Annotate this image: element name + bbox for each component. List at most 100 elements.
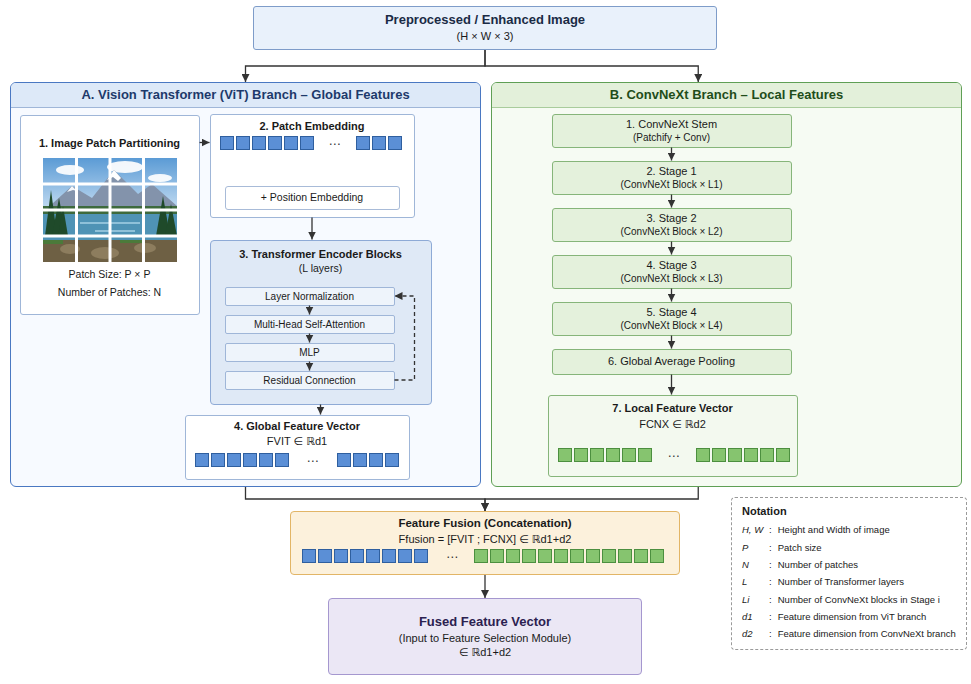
ellipsis: ⋯ — [432, 549, 472, 565]
patch-grid — [43, 158, 177, 262]
node-label: Preprocessed / Enhanced Image — [385, 12, 585, 29]
node-label: 2. Stage 1 — [646, 164, 696, 178]
fused-row — [302, 549, 664, 563]
node-label: Fused Feature Vector — [419, 614, 551, 631]
text-slot: FVIT ∈ ℝd1 — [186, 434, 409, 448]
notation-grid: H, W:Height and Width of imageP:Patch si… — [742, 524, 956, 640]
node-label: Number of Patches: N — [21, 286, 199, 300]
panel-heading: B. ConvNeXt Branch – Local Features — [492, 83, 961, 108]
notation-entry: : — [769, 576, 772, 588]
ellipsis: ⋯ — [293, 453, 333, 469]
notation-entry: P — [742, 542, 763, 554]
layer-box: Multi-Head Self-Attention — [225, 315, 395, 334]
step-box: + Position Embedding 2. Patch Embedding ⋯ — [210, 114, 415, 218]
text-slot: ⋯ — [654, 448, 694, 464]
lake-reflection — [80, 222, 140, 224]
branch-panel: 1. ConvNeXt Stem(Patchify + Conv) 2. Stag… — [491, 82, 962, 487]
text-slot: B. ConvNeXt Branch – Local Features — [492, 83, 961, 108]
node-label: 6. Global Average Pooling — [608, 354, 735, 368]
panel-heading: A. Vision Transformer (ViT) Branch – Glo… — [11, 83, 480, 108]
node-label: 7. Local Feature Vector — [549, 401, 797, 415]
connector — [309, 334, 310, 343]
notation-title: Notation — [742, 504, 956, 518]
node-label: + Position Embedding — [261, 191, 363, 205]
node-label: Feature Fusion (Concatenation) — [291, 516, 679, 531]
token-row — [220, 136, 402, 150]
notation-entry: Number of patches — [778, 559, 956, 571]
node-label: (ConvNeXt Block × L1) — [621, 178, 723, 191]
node-label: (Patchify + Conv) — [633, 131, 710, 144]
feature-squares — [474, 549, 664, 563]
connector — [671, 289, 672, 302]
notation-entry: Number of ConvNeXt blocks in Stage i — [778, 594, 956, 606]
node-label: FVIT ∈ ℝd1 — [186, 434, 409, 448]
stage-box: 1. ConvNeXt Stem(Patchify + Conv) — [552, 114, 792, 148]
node-label: 3. Transformer Encoder Blocks — [211, 247, 431, 261]
notation-box: NotationH, W:Height and Width of imageP:… — [731, 497, 967, 650]
connector — [311, 218, 312, 240]
connector — [200, 142, 210, 143]
node-label: (ConvNeXt Block × L2) — [621, 225, 723, 238]
connector — [671, 375, 672, 395]
layer-box: MLP — [225, 343, 395, 362]
feature-row — [195, 453, 399, 467]
text-slot: 2. Patch Embedding — [211, 119, 414, 133]
stage-box: 2. Stage 1(ConvNeXt Block × L1) — [552, 161, 792, 195]
connector — [671, 148, 672, 161]
grass — [43, 240, 145, 244]
step-box: 1. Image Patch PartitioningPatch Size: P… — [20, 115, 200, 315]
node-label: (L layers) — [211, 262, 431, 276]
notation-entry: : — [769, 611, 772, 623]
connector — [309, 306, 310, 315]
clouds — [56, 161, 172, 182]
notation-entry: Feature dimension from ConvNeXt branch — [778, 628, 956, 640]
node-label: 4. Global Feature Vector — [186, 419, 409, 433]
node-label: ∈ ℝd1+d2 — [459, 645, 511, 659]
shore — [43, 240, 177, 262]
text-slot: 1. Image Patch Partitioning — [21, 136, 199, 150]
process-box: + Position Embedding — [225, 186, 400, 210]
text-slot: FCNX ∈ ℝd2 — [549, 417, 797, 431]
connector — [309, 362, 310, 371]
text-slot: Patch Size: P × P — [21, 268, 199, 282]
node-label: 1. ConvNeXt Stem — [626, 117, 717, 131]
connector — [485, 487, 698, 511]
layer-box: Layer Normalization — [225, 287, 395, 306]
feature-squares — [696, 448, 790, 462]
text-slot: Number of Patches: N — [21, 286, 199, 300]
node-label: Multi-Head Self-Attention — [254, 318, 365, 331]
forest-band — [43, 206, 177, 216]
fusion-box: Feature Fusion (Concatenation)Ffusion = … — [290, 511, 680, 575]
node-label: Layer Normalization — [265, 290, 354, 303]
feature-row — [558, 448, 790, 462]
node-label: 4. Stage 3 — [646, 258, 696, 272]
text-slot: 7. Local Feature Vector — [549, 401, 797, 415]
stage-box: 5. Stage 4(ConvNeXt Block × L4) — [552, 302, 792, 336]
node-label: Patch Size: P × P — [21, 268, 199, 282]
node-label: FCNX ∈ ℝd2 — [549, 417, 797, 431]
token-squares — [356, 136, 402, 150]
connector — [671, 242, 672, 255]
notation-entry: Feature dimension from ViT branch — [778, 611, 956, 623]
landscape-image — [43, 158, 177, 262]
feature-squares — [195, 453, 289, 467]
node-label: MLP — [299, 346, 320, 359]
connector — [246, 487, 486, 511]
lake-reflection — [95, 230, 135, 232]
connector — [484, 575, 485, 598]
text-slot: Feature Fusion (Concatenation) — [291, 516, 679, 531]
node-label: 2. Patch Embedding — [211, 119, 414, 133]
notation-entry: L — [742, 576, 763, 588]
notation-entry: : — [769, 594, 772, 606]
text-slot: (L layers) — [211, 262, 431, 276]
encoder-box: Layer NormalizationMulti-Head Self-Atten… — [210, 240, 432, 405]
notation-entry: Patch size — [778, 542, 956, 554]
snow-cap — [107, 170, 121, 181]
snow-cap — [67, 186, 77, 192]
node-label: 3. Stage 2 — [646, 211, 696, 225]
branch-panel: 1. Image Patch PartitioningPatch Size: P… — [10, 82, 481, 487]
stage-box: 4. Stage 3(ConvNeXt Block × L3) — [552, 255, 792, 289]
rocks — [60, 243, 156, 259]
ellipsis: ⋯ — [315, 136, 355, 152]
